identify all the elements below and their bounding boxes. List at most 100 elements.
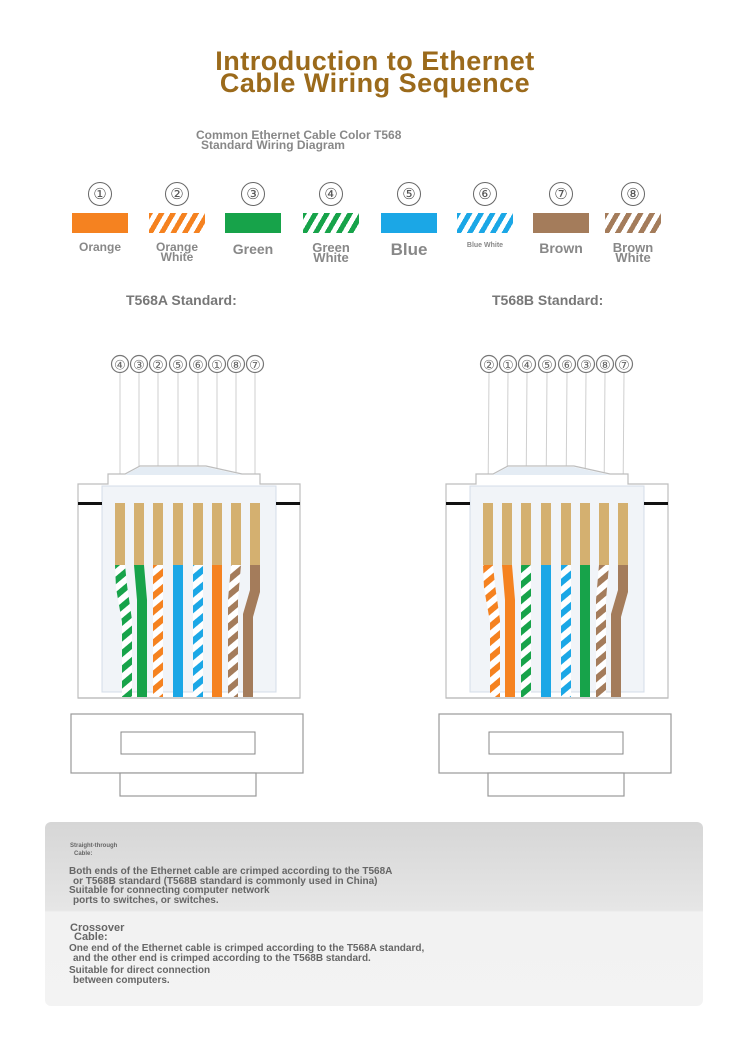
contact-pin-4: [173, 503, 183, 565]
wire-2: [134, 565, 147, 697]
contact-pin-8: [250, 503, 260, 565]
order-circle-6: [207, 354, 227, 374]
legend-label-line-1: Orange: [155, 240, 198, 254]
legend-label-line-1: Brown: [539, 240, 583, 256]
contact-pin-6: [212, 503, 222, 565]
order-circle-7: [226, 354, 246, 374]
legend-number-1: ①: [88, 182, 112, 206]
contact-pin-7: [231, 503, 241, 565]
order-number-3: ②: [152, 359, 164, 374]
legend-number-2: ②: [165, 182, 189, 206]
order-circle-5: [188, 354, 208, 374]
order-circle-2: [129, 354, 149, 374]
order-number-4: ⑤: [541, 359, 553, 374]
order-number-2: ③: [133, 359, 145, 374]
connector-top-fill: [493, 467, 610, 475]
legend-swatch-5: [381, 213, 437, 233]
contact-pin-6: [580, 503, 590, 565]
wire-1: [115, 565, 132, 697]
legend-swatch-4: [303, 213, 359, 233]
latch-bar-left: [446, 502, 470, 505]
legend-label-line-1: Green: [312, 240, 350, 255]
straight-usage-line-2: ports to switches, or switches.: [73, 895, 219, 906]
order-circle-5: [557, 354, 577, 374]
legend-label-line-1: Blue White: [466, 242, 504, 249]
legend-label-line-2: White: [615, 250, 651, 265]
wire-8: [243, 565, 260, 697]
crossover-usage-line-1: Suitable for direct connection: [69, 965, 211, 976]
wire-4: [173, 565, 183, 697]
order-number-8: ⑦: [618, 359, 630, 374]
legend-swatch-1: [72, 213, 128, 233]
legend-number-3: ③: [241, 182, 265, 206]
contact-pin-8: [618, 503, 628, 565]
connector-top-fill: [125, 467, 242, 475]
boot-window: [120, 731, 256, 755]
subtitle-line-1: Common Ethernet Cable Color T568: [196, 128, 402, 142]
straight-desc-line-2: or T568B standard (T568B standard is com…: [73, 876, 378, 887]
order-circle-3: [148, 354, 168, 374]
wire-7: [596, 565, 609, 697]
order-number-1: ④: [114, 359, 126, 374]
legend-label-line-2: White: [313, 250, 349, 265]
order-number-8: ⑦: [249, 359, 261, 374]
order-circle-2: [498, 354, 518, 374]
order-number-5: ⑥: [192, 359, 204, 374]
legend-label-line-1: Orange: [78, 240, 121, 254]
straight-usage-line-1: Suitable for connecting computer network: [69, 885, 270, 896]
wire-5: [193, 565, 203, 697]
wire-5: [561, 565, 571, 697]
cable-tail: [487, 772, 625, 797]
order-circle-4: [168, 354, 188, 374]
legend-label-7: Brown: [516, 240, 606, 256]
legend-number-5: ⑤: [397, 182, 421, 206]
legend-label-6: Blue White: [440, 241, 530, 251]
contact-pin-1: [115, 503, 125, 565]
order-circle-3: [517, 354, 537, 374]
order-number-6: ①: [211, 359, 223, 374]
legend-number-6: ⑥: [473, 182, 497, 206]
crossover-usage: Suitable for direct connection between c…: [69, 966, 669, 986]
order-number-4: ⑤: [172, 359, 184, 374]
order-number-3: ④: [521, 359, 533, 374]
legend-number-8: ⑧: [621, 182, 645, 206]
wire-7: [228, 565, 241, 697]
legend-swatch-2: [149, 213, 205, 233]
crossover-desc-line-2: and the other end is crimped according t…: [73, 953, 371, 964]
contact-pin-2: [502, 503, 512, 565]
order-number-7: ⑧: [599, 359, 611, 374]
contact-pin-5: [193, 503, 203, 565]
order-number-5: ⑥: [561, 359, 573, 374]
diagram-subtitle: Common Ethernet Cable Color T568 Standar…: [196, 128, 516, 152]
legend-label-line-2: White: [160, 250, 194, 264]
latch-bar-right: [644, 502, 668, 505]
legend-number-7: ⑦: [549, 182, 573, 206]
order-circle-8: [245, 354, 265, 374]
wire-8: [611, 565, 628, 697]
straight-through-description: Both ends of the Ethernet cable are crim…: [69, 867, 669, 887]
crossover-heading-line-1: Crossover: [70, 922, 125, 934]
boot-window: [488, 731, 624, 755]
legend-label-5: Blue: [364, 241, 454, 258]
crossover-description: One end of the Ethernet cable is crimped…: [69, 944, 669, 964]
order-circle-1: [479, 354, 499, 374]
t568b-label: T568B Standard:: [492, 292, 604, 308]
straight-heading-line-1: Straight-through: [70, 843, 118, 849]
t568a-label: T568A Standard:: [126, 292, 237, 308]
order-circle-4: [537, 354, 557, 374]
order-number-6: ③: [580, 359, 592, 374]
legend-number-4: ④: [319, 182, 343, 206]
legend-label-line-1: Green: [232, 241, 274, 257]
subtitle-line-2: Standard Wiring Diagram: [201, 138, 345, 152]
latch-bar-left: [78, 502, 102, 505]
contact-pin-4: [541, 503, 551, 565]
order-circle-1: [110, 354, 130, 374]
order-number-7: ⑧: [230, 359, 242, 374]
legend-swatch-6: [457, 213, 513, 233]
straight-desc-line-1: Both ends of the Ethernet cable are crim…: [69, 866, 393, 877]
